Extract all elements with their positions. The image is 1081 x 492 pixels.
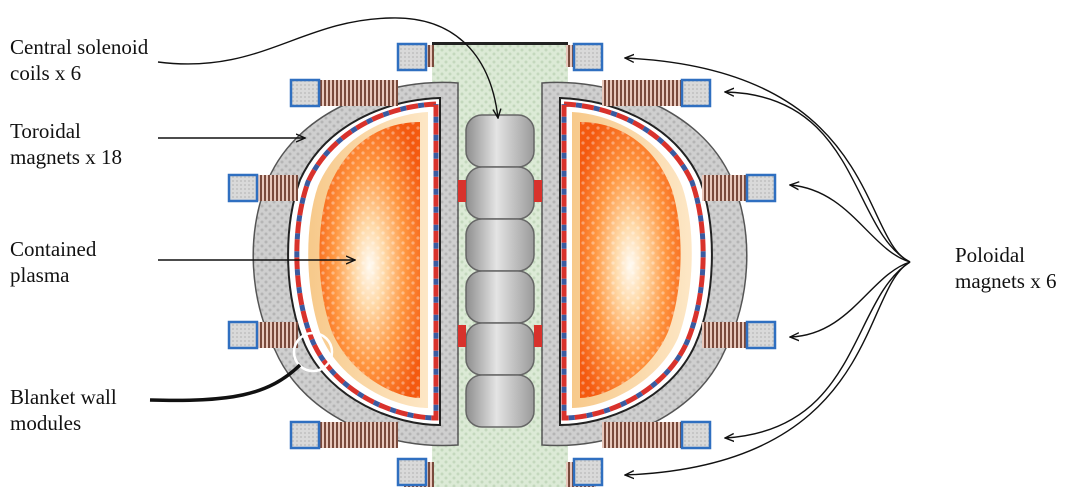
- solenoid-coil-5: [466, 323, 534, 375]
- right-torus: [542, 82, 747, 445]
- solenoid-coil-3: [466, 219, 534, 271]
- solenoid-coil-4: [466, 271, 534, 323]
- blanket-pointer: [150, 365, 300, 400]
- poloidal-magnet: [291, 80, 319, 106]
- label-central-solenoid: Central solenoid coils x 6: [10, 34, 148, 86]
- poloidal-magnet: [229, 322, 257, 348]
- poloidal-magnet: [574, 44, 602, 70]
- poloidal-pointer-4: [790, 262, 910, 337]
- poloidal-magnet: [398, 44, 426, 70]
- poloidal-magnet: [682, 80, 710, 106]
- label-blanket-wall-modules: Blanket wall modules: [10, 384, 117, 436]
- poloidal-magnet: [229, 175, 257, 201]
- poloidal-magnet: [747, 175, 775, 201]
- poloidal-magnet: [291, 422, 319, 448]
- label-contained-plasma: Contained plasma: [10, 236, 96, 288]
- poloidal-magnet: [682, 422, 710, 448]
- solenoid-coil-2: [466, 167, 534, 219]
- poloidal-magnet: [747, 322, 775, 348]
- solenoid-coil-6: [466, 375, 534, 427]
- poloidal-magnet: [398, 459, 426, 485]
- left-torus: [253, 82, 458, 445]
- poloidal-pointer-3: [790, 185, 910, 262]
- label-toroidal-magnets: Toroidal magnets x 18: [10, 118, 122, 170]
- poloidal-magnet: [574, 459, 602, 485]
- label-poloidal-magnets: Poloidal magnets x 6: [955, 242, 1056, 294]
- poloidal-pointer-5: [725, 262, 910, 438]
- solenoid-coil-1: [466, 115, 534, 167]
